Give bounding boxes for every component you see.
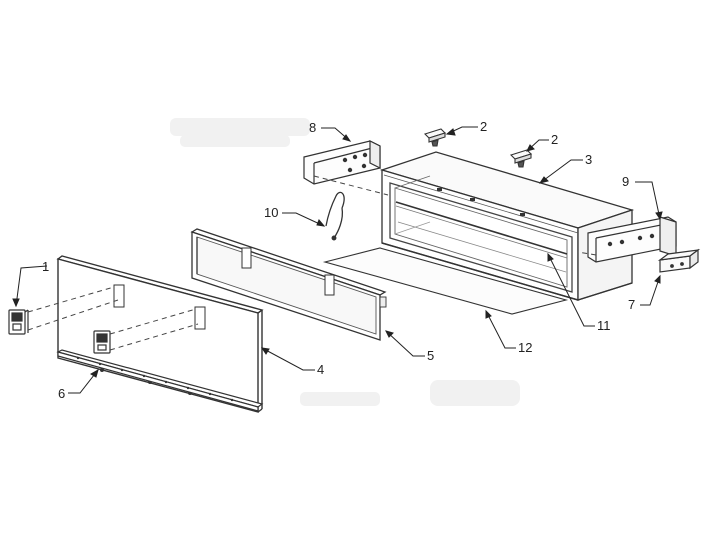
- callout-3: 3: [585, 152, 592, 167]
- callout-9: 9: [622, 174, 629, 189]
- latch-handle: [8, 309, 29, 335]
- angle-bracket: [657, 248, 701, 273]
- leader-lines: [12, 126, 663, 394]
- callout-2-right: 2: [551, 132, 558, 147]
- assembly-lines: [27, 175, 597, 351]
- callout-7: 7: [628, 297, 635, 312]
- door-latch-installed: [93, 330, 111, 354]
- background-smudge: [170, 118, 520, 406]
- hinge-right: [509, 149, 533, 168]
- callout-11: 11: [597, 318, 611, 333]
- right-mounting-bracket: [587, 216, 677, 263]
- hinge-left: [423, 128, 447, 147]
- piano-hinge: [56, 349, 264, 412]
- floor-panel: [322, 247, 569, 315]
- door-inner-frame: [190, 228, 387, 341]
- callout-10: 10: [264, 205, 278, 220]
- callout-4: 4: [317, 362, 324, 377]
- door-outer-panel: [56, 255, 264, 413]
- door-cable: [325, 191, 345, 241]
- callout-5: 5: [427, 348, 434, 363]
- callout-8: 8: [309, 120, 316, 135]
- callout-2-left: 2: [480, 119, 487, 134]
- callout-labels: 1 2 2 3 4 5 6 7 8 9 10 11 12: [42, 119, 635, 401]
- callout-6: 6: [58, 386, 65, 401]
- callout-12: 12: [518, 340, 532, 355]
- left-mounting-bracket: [303, 140, 381, 185]
- callout-1: 1: [42, 259, 49, 274]
